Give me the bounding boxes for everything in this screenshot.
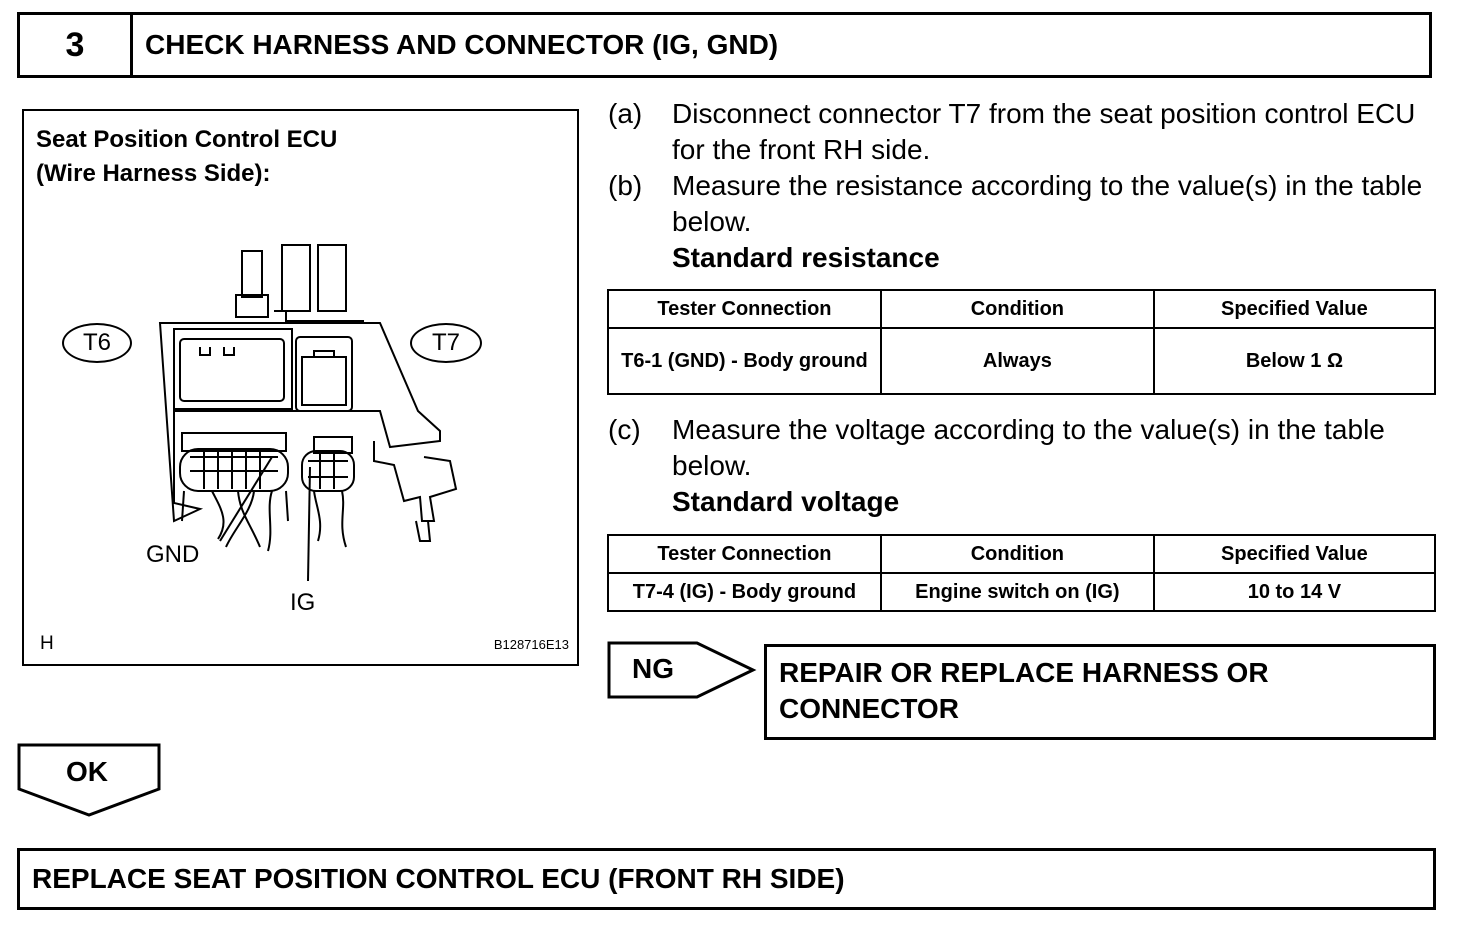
connector-illustration: Seat Position Control ECU (Wire Harness … — [22, 109, 579, 666]
step-c-letter: (c) — [608, 414, 641, 445]
ng-arrow-icon — [607, 641, 757, 699]
step-b: (b) Measure the resistance according to … — [608, 168, 1438, 240]
step-c-text: Measure the voltage according to the val… — [672, 414, 1385, 481]
ng-label: NG — [632, 653, 674, 684]
figure-title: Seat Position Control ECU (Wire Harness … — [36, 123, 337, 191]
cell-condition: Always — [879, 327, 1155, 395]
standard-voltage-label: Standard voltage — [672, 486, 900, 517]
connector-t6-callout: T6 — [62, 323, 132, 363]
figure-code: B128716E13 — [493, 637, 569, 652]
cell-tester-connection: T7-4 (IG) - Body ground — [607, 572, 882, 612]
table-row: T6-1 (GND) - Body ground Always Below 1 … — [607, 327, 1437, 395]
voltage-table: Tester Connection Condition Specified Va… — [607, 534, 1437, 612]
header-tester-connection: Tester Connection — [607, 289, 882, 329]
step-c: (c) Measure the voltage according to the… — [608, 412, 1438, 484]
ig-terminal-label: IG — [290, 589, 316, 616]
instruction-step-c: (c) Measure the voltage according to the… — [608, 412, 1438, 520]
header-specified-value: Specified Value — [1152, 289, 1437, 329]
step-header: 3 CHECK HARNESS AND CONNECTOR (IG, GND) — [17, 12, 1432, 78]
step-a: (a) Disconnect connector T7 from the sea… — [608, 96, 1438, 168]
step-a-letter: (a) — [608, 98, 643, 129]
header-tester-connection: Tester Connection — [607, 534, 882, 574]
final-action-box: REPLACE SEAT POSITION CONTROL ECU (FRONT… — [17, 848, 1436, 910]
header-condition: Condition — [879, 534, 1155, 574]
header-condition: Condition — [879, 289, 1155, 329]
ok-arrow-icon — [17, 743, 161, 817]
table-header-row: Tester Connection Condition Specified Va… — [607, 534, 1437, 574]
step-b-letter: (b) — [608, 170, 643, 201]
step-number: 3 — [20, 15, 133, 75]
figure-title-line2: (Wire Harness Side): — [36, 160, 271, 187]
standard-resistance-label: Standard resistance — [672, 242, 940, 273]
instruction-steps: (a) Disconnect connector T7 from the sea… — [608, 96, 1438, 276]
table-header-row: Tester Connection Condition Specified Va… — [607, 289, 1437, 329]
step-title: CHECK HARNESS AND CONNECTOR (IG, GND) — [145, 29, 779, 60]
resistance-table: Tester Connection Condition Specified Va… — [607, 289, 1437, 395]
step-b-text: Measure the resistance according to the … — [672, 170, 1423, 237]
table-row: T7-4 (IG) - Body ground Engine switch on… — [607, 572, 1437, 612]
figure-title-line1: Seat Position Control ECU — [36, 126, 338, 153]
figure-corner-letter: H — [40, 633, 54, 654]
connector-t7-callout: T7 — [410, 323, 482, 363]
ng-action-box: REPAIR OR REPLACE HARNESS OR CONNECTOR — [764, 644, 1436, 740]
cell-condition: Engine switch on (IG) — [879, 572, 1155, 612]
cell-tester-connection: T6-1 (GND) - Body ground — [607, 327, 882, 395]
ecu-connector-drawing — [158, 244, 458, 582]
ok-label: OK — [66, 756, 108, 787]
cell-specified-value: 10 to 14 V — [1152, 572, 1437, 612]
step-a-text: Disconnect connector T7 from the seat po… — [672, 98, 1416, 165]
gnd-terminal-label: GND — [146, 541, 200, 568]
header-specified-value: Specified Value — [1152, 534, 1437, 574]
cell-specified-value: Below 1 Ω — [1152, 327, 1437, 395]
